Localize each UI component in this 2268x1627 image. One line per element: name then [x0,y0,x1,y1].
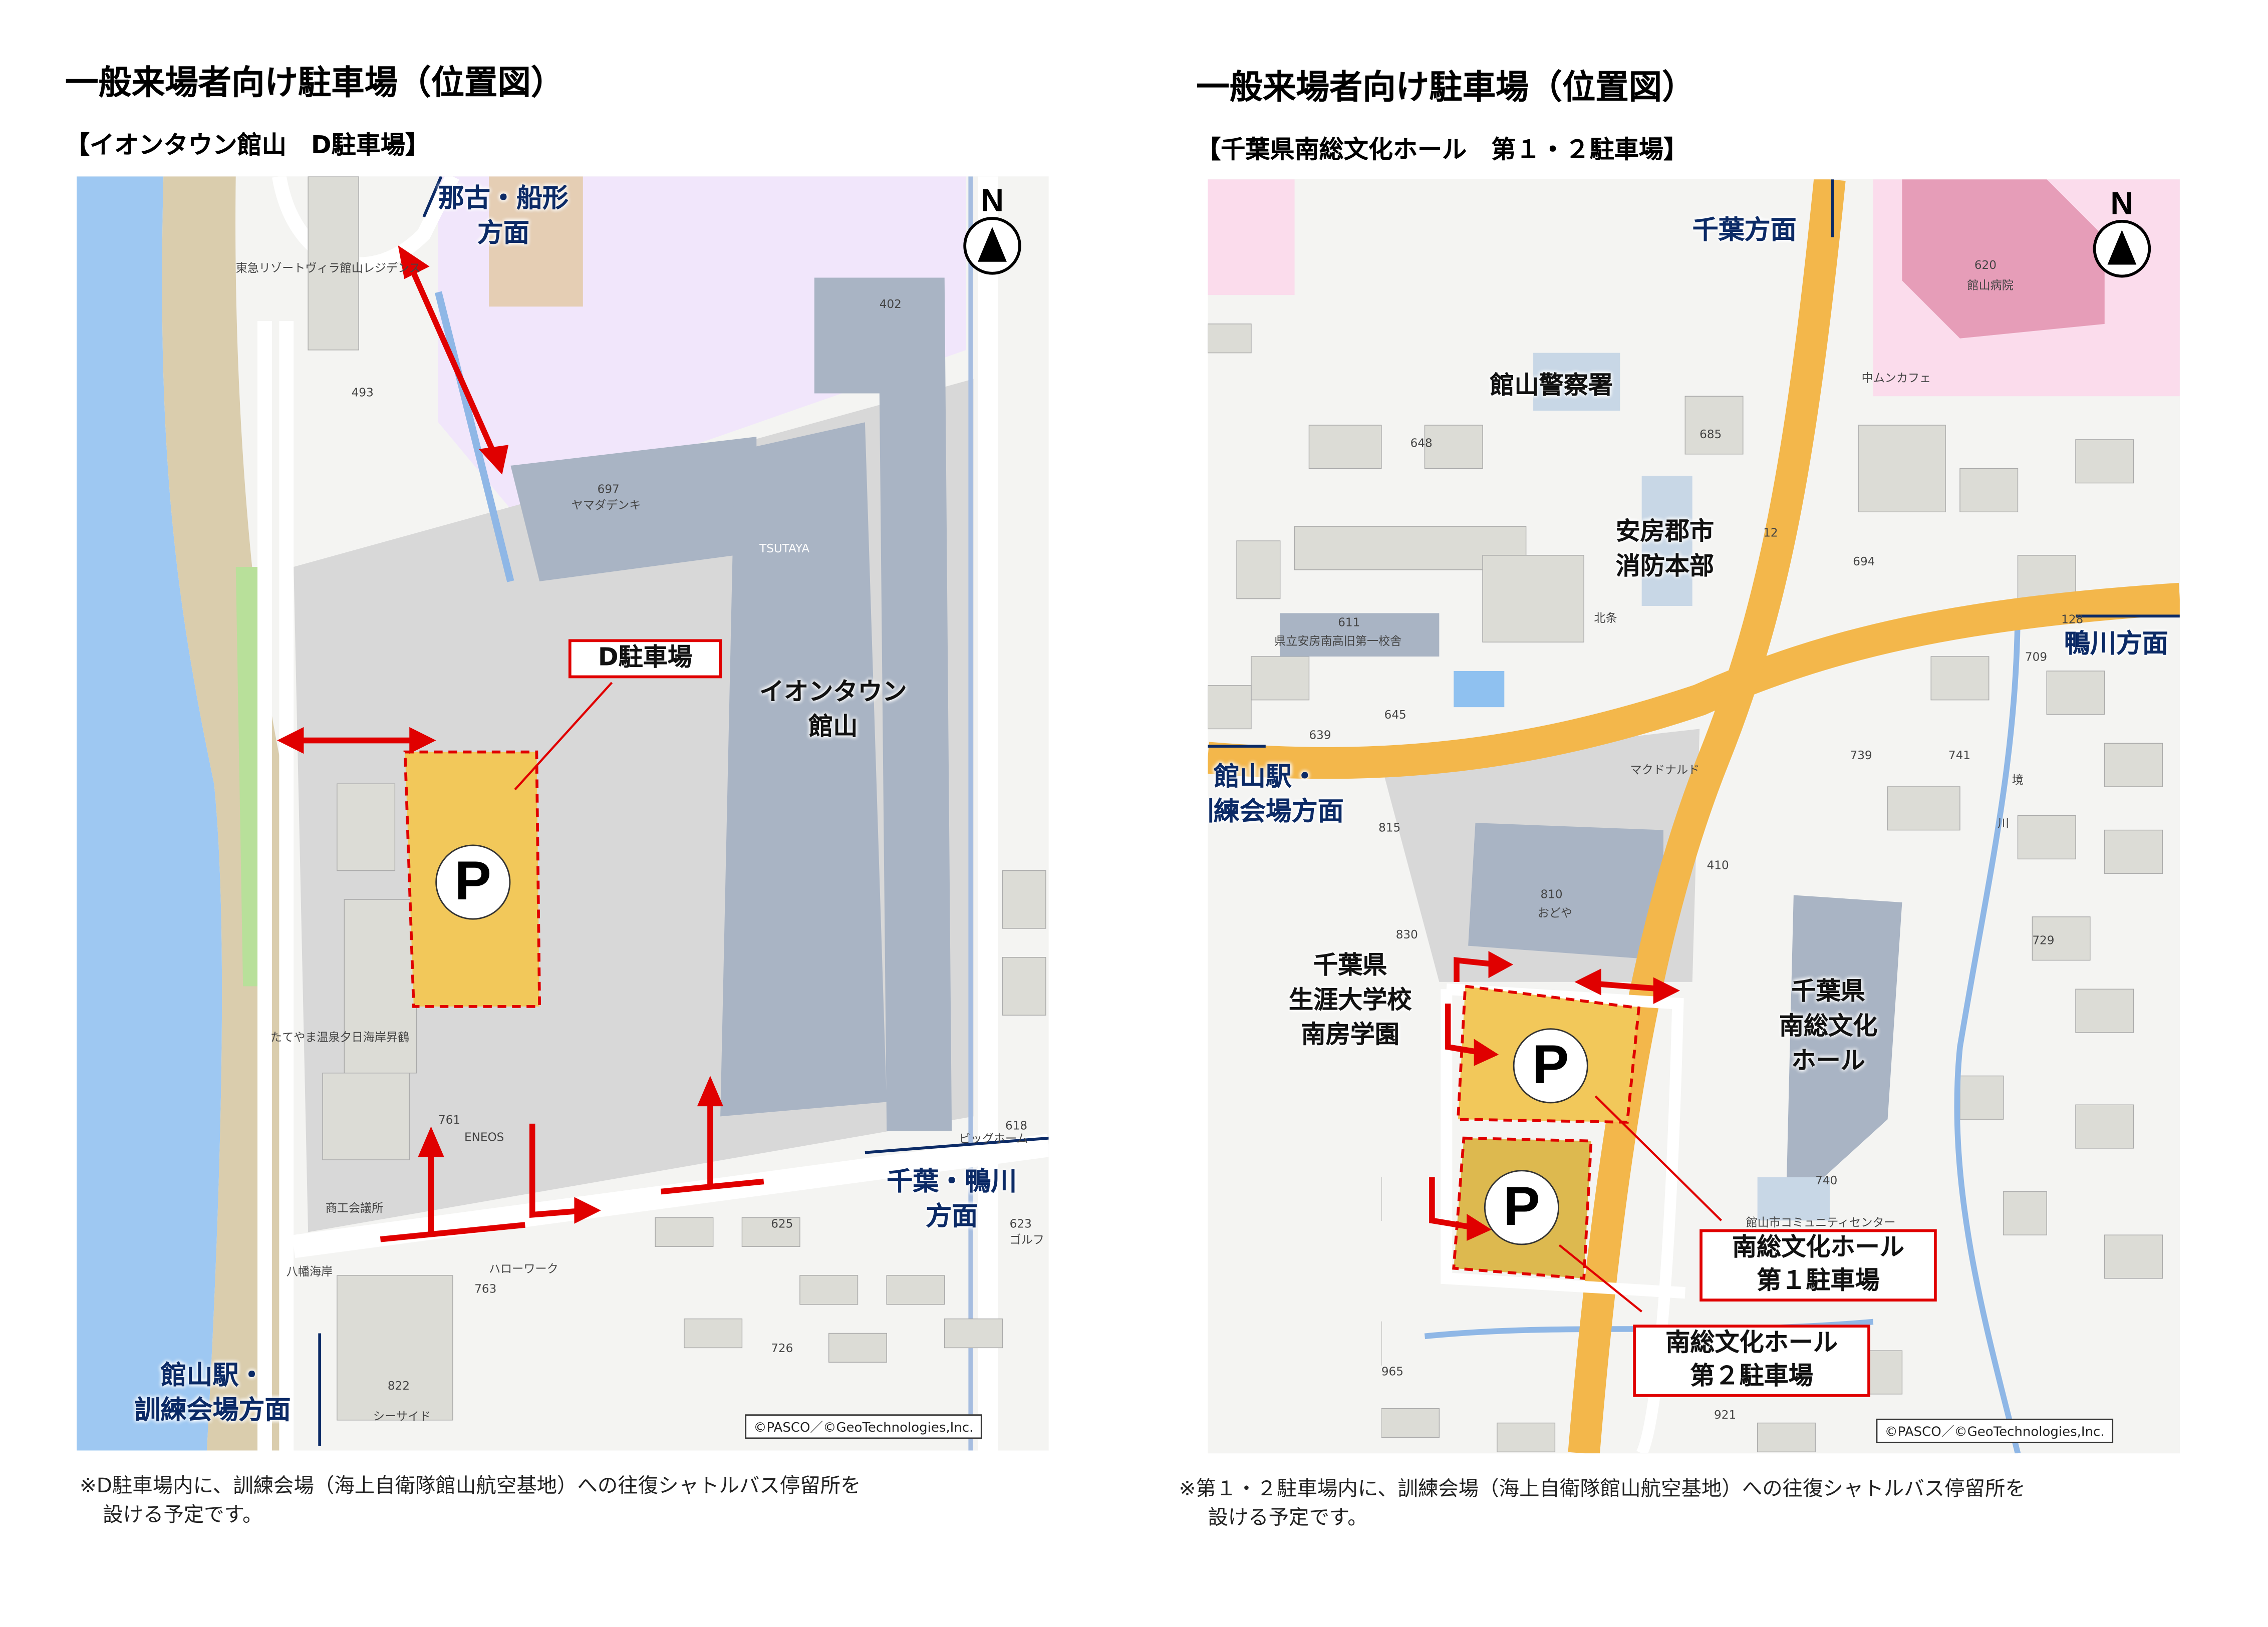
map-label: 761 [438,1113,461,1127]
map-label: ビッグホーム [959,1132,1028,1146]
map-copyright: ©PASCO／©GeoTechnologies,Inc. [1876,1418,2113,1444]
map-label: 830 [1395,928,1418,941]
map-label: 618 [1005,1119,1028,1133]
map-label: 648 [1410,437,1433,450]
map-label: たてやま温泉夕日海岸昇鶴 [270,1031,410,1044]
map-label: ハローワーク [489,1262,558,1276]
access-arrows [277,245,764,1242]
note-line: ※第１・２駐車場内に、訓練会場（海上自衛隊館山航空基地）への往復シャトルバス停留… [1179,1478,2026,1501]
map-label: ヤマダデンキ [571,499,641,512]
map-label: 694 [1853,555,1875,568]
map-label: 商工会議所 [325,1201,384,1215]
d-parking-callout: D駐車場 [568,639,722,679]
right-map[interactable]: 千葉方面 鴨川方面 館山駅・ 訓練会場方面 館山警察署 安房郡市 消防本部 千葉… [1208,179,2180,1454]
map-label: 709 [2025,650,2048,664]
map-label: 611 [1338,616,1360,629]
map-label: TSUTAYA [759,542,810,555]
north-label: N [2110,185,2134,221]
map-label: 639 [1309,729,1331,742]
parking-icon: P [1513,1028,1588,1104]
north-arrow-icon: N [2093,185,2151,278]
map-label: 625 [771,1217,793,1231]
map-label: 921 [1714,1408,1737,1422]
map-label: 北条 [1594,611,1617,625]
north-arrow-icon: N [963,182,1021,275]
parking-icon: P [435,844,511,920]
map-label: マクドナルド [1630,763,1700,777]
direction-label-chiba-kamogawa: 千葉・鴨川 方面 [887,1167,1017,1232]
map-label: 740 [1815,1174,1838,1187]
right-map-graphics [1208,179,2180,1454]
callout-leader [514,682,613,791]
left-map-graphics [77,176,1049,1451]
right-title: 一般来場者向け駐車場（位置図） [1196,69,1695,107]
map-label: 697 [597,483,620,496]
note-line: ※D駐車場内に、訓練会場（海上自衛隊館山航空基地）への往復シャトルバス停留所を [79,1475,861,1498]
map-label: 965 [1381,1365,1403,1379]
direction-label-chiba: 千葉方面 [1692,215,1797,246]
left-title: 一般来場者向け駐車場（位置図） [65,65,564,103]
map-label: 境 [2012,773,2024,787]
left-subtitle: 【イオンタウン館山 D駐車場】 [65,131,430,161]
map-label: 729 [2032,934,2055,947]
map-label: 741 [1948,749,1970,762]
map-label: 中ムンカフェ [1861,372,1931,385]
access-arrows [1429,951,1680,1241]
left-note: ※D駐車場内に、訓練会場（海上自衛隊館山航空基地）への往復シャトルバス停留所を … [80,1472,861,1530]
parking-1-callout: 南総文化ホール 第１駐車場 [1699,1229,1937,1302]
map-label: シーサイド [373,1410,431,1423]
map-label: 810 [1540,888,1563,901]
map-label: 815 [1378,821,1401,835]
note-line: 設ける予定です。 [1208,1507,1368,1530]
map-label: 645 [1384,709,1406,722]
map-label: 739 [1850,749,1872,762]
parking-icon: P [1484,1170,1560,1245]
map-label: 川 [1998,817,2010,830]
map-label: 822 [387,1379,410,1393]
map-label: 623 [1009,1217,1032,1231]
map-label: おどや [1537,906,1573,920]
map-label: 館山病院 [1967,279,2014,292]
direction-label-kamogawa: 鴨川方面 [2064,629,2168,660]
map-label: 493 [351,386,374,400]
landmark-police-station: 館山警察署 [1490,372,1613,401]
landmark-fire-department: 安房郡市 消防本部 [1615,517,1715,581]
map-label: 県立安房南高旧第一校舎 [1274,634,1402,648]
map-label: 726 [771,1342,793,1355]
landmark-nanso-culture-hall: 千葉県 南総文化 ホール [1779,978,1878,1076]
landmark-lifelong-university: 千葉県 生涯大学校 南房学園 [1289,951,1412,1050]
direction-label-tateyama-station: 館山駅・ 訓練会場方面 [134,1361,291,1426]
right-subtitle: 【千葉県南総文化ホール 第１・２駐車場】 [1196,136,1688,165]
map-label: 763 [474,1282,497,1296]
left-map[interactable]: 那古・船形 方面 千葉・鴨川 方面 館山駅・ 訓練会場方面 イオンタウン 館山 … [77,176,1049,1451]
note-line: 設ける予定です。 [103,1504,263,1527]
map-copyright: ©PASCO／©GeoTechnologies,Inc. [745,1414,982,1439]
map-label: ゴルフ [1009,1233,1044,1247]
map-label: 402 [879,297,902,311]
map-label: 685 [1699,428,1722,441]
north-label: N [981,182,1004,219]
route-shield-128: 128 [2061,613,2084,626]
direction-label-tateyama-station: 館山駅・ 訓練会場方面 [1208,762,1344,827]
map-label: 東急リゾートヴィラ館山レジデンス [235,261,421,275]
parking-2-callout: 南総文化ホール 第２駐車場 [1633,1325,1870,1397]
map-label: ENEOS [464,1131,504,1144]
right-note: ※第１・２駐車場内に、訓練会場（海上自衛隊館山航空基地）への往復シャトルバス停留… [1179,1475,2026,1533]
route-410 [1568,179,1846,1454]
facility-label-aeon-town: イオンタウン 館山 [759,678,907,742]
route-shield-410: 410 [1707,859,1729,872]
route-128 [1208,582,2180,779]
sea [77,176,222,1451]
route-shield-12: 12 [1763,526,1778,540]
map-label: 館山市コミュニティセンター [1746,1216,1896,1229]
map-label: 八幡海岸 [286,1265,333,1278]
direction-label-nago-funagata: 那古・船形 方面 [438,183,569,249]
map-label: 620 [1974,258,1997,272]
